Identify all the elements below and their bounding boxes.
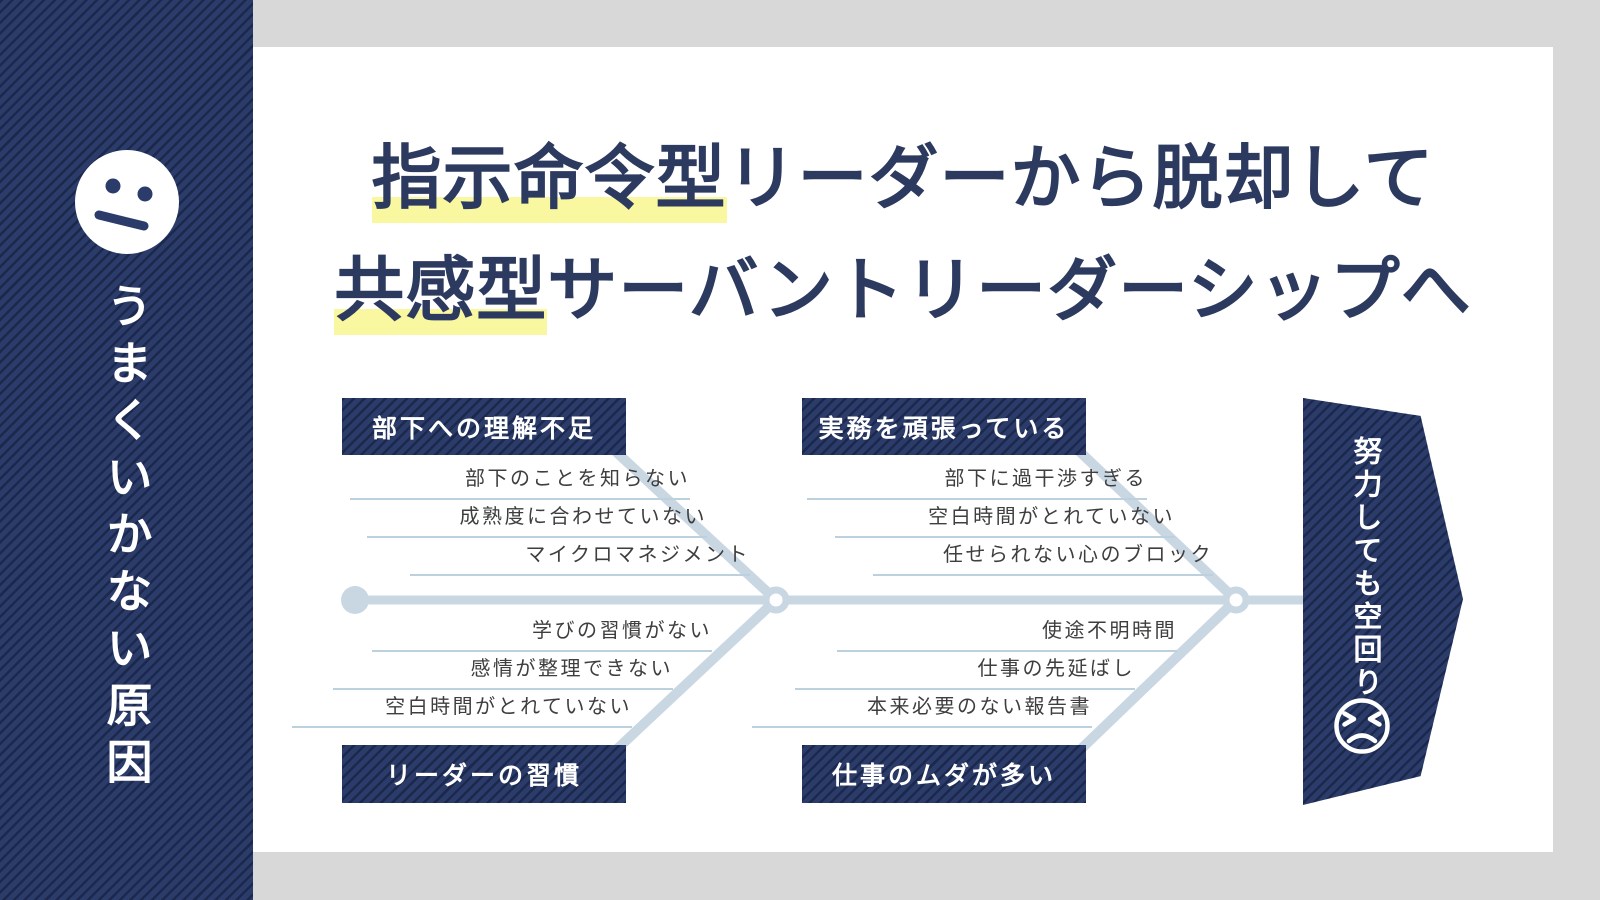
effect-label: 努力しても空回り — [1349, 436, 1381, 700]
cause-item: 仕事の先延ばし — [795, 657, 1135, 690]
right-eye — [137, 186, 153, 202]
sidebar: うまくいかない原因 — [0, 0, 253, 900]
title-line-2-highlight: 共感型 — [334, 251, 548, 335]
cause-item: 空白時間がとれていない — [835, 505, 1175, 538]
cause-item: 部下のことを知らない — [350, 467, 690, 500]
cause-item: 部下に過干渉すぎる — [807, 467, 1147, 500]
slide-title: 指示命令型リーダーから脱却して 共感型サーバントリーダーシップへ — [253, 122, 1553, 346]
title-line-1: 指示命令型リーダーから脱却して — [253, 122, 1553, 234]
left-eye — [1342, 711, 1357, 727]
frustrated-face-icon — [1334, 698, 1390, 754]
cause-item: 任せられない心のブロック — [873, 543, 1213, 576]
sidebar-title: うまくいかない原因 — [100, 282, 153, 795]
title-line-2-rest: サーバントリーダーシップへ — [547, 251, 1472, 329]
category-box-top-left: 部下への理解不足 — [342, 398, 626, 455]
category-box-bottom-left: リーダーの習慣 — [342, 745, 626, 803]
cause-item: マイクロマネジメント — [410, 543, 750, 576]
cause-item: 本来必要のない報告書 — [752, 695, 1092, 728]
title-line-1-rest: リーダーから脱却して — [726, 139, 1435, 217]
cause-item: 感情が整理できない — [333, 657, 673, 690]
cause-item: 使途不明時間 — [837, 619, 1177, 652]
right-eye — [1367, 711, 1382, 727]
neutral-face-icon — [75, 150, 179, 254]
left-eye — [105, 178, 121, 194]
mouth — [94, 210, 149, 231]
category-box-top-middle: 実務を頑張っている — [802, 398, 1086, 455]
title-line-1-highlight: 指示命令型 — [371, 139, 727, 223]
cause-item: 成熟度に合わせていない — [367, 505, 707, 538]
cause-item: 学びの習慣がない — [372, 619, 712, 652]
title-line-2: 共感型サーバントリーダーシップへ — [253, 234, 1553, 346]
category-box-bottom-middle: 仕事のムダが多い — [802, 745, 1086, 803]
frown-mouth — [1346, 733, 1378, 744]
cause-item: 空白時間がとれていない — [292, 695, 632, 728]
